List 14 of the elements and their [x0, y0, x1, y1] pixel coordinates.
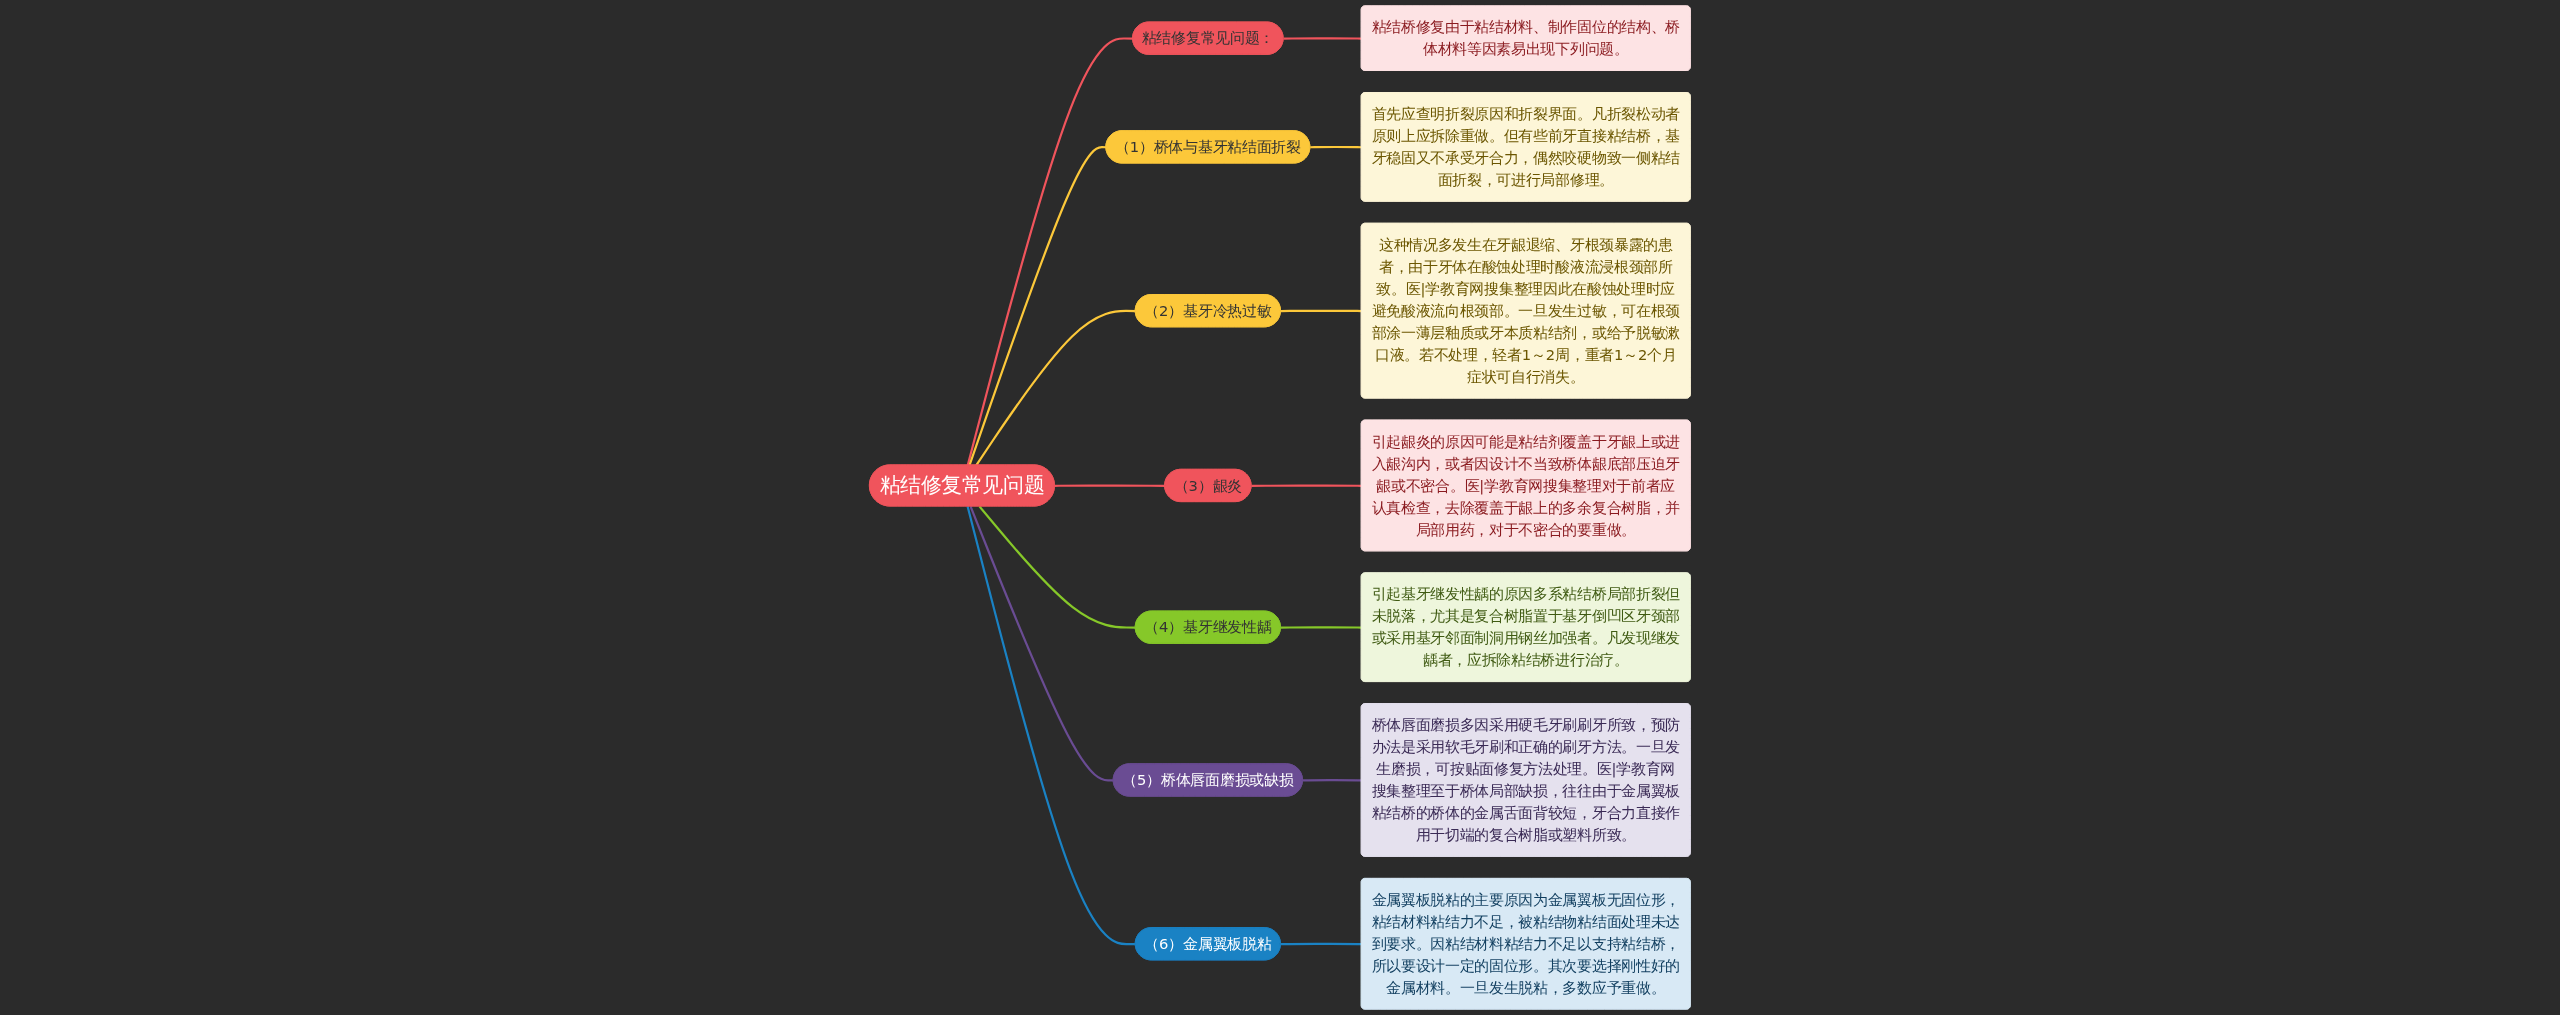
connector	[978, 505, 1136, 629]
connector	[975, 309, 1136, 466]
connector	[1310, 145, 1362, 149]
connector	[1251, 484, 1362, 487]
connector	[1283, 37, 1362, 40]
connector	[1280, 942, 1362, 946]
connector	[969, 506, 1114, 782]
connector	[1054, 484, 1166, 487]
connector	[966, 37, 1134, 466]
connector	[1280, 309, 1362, 313]
connector	[1303, 779, 1362, 782]
connector	[1280, 626, 1362, 629]
connector	[968, 146, 1107, 466]
connector	[966, 506, 1136, 946]
